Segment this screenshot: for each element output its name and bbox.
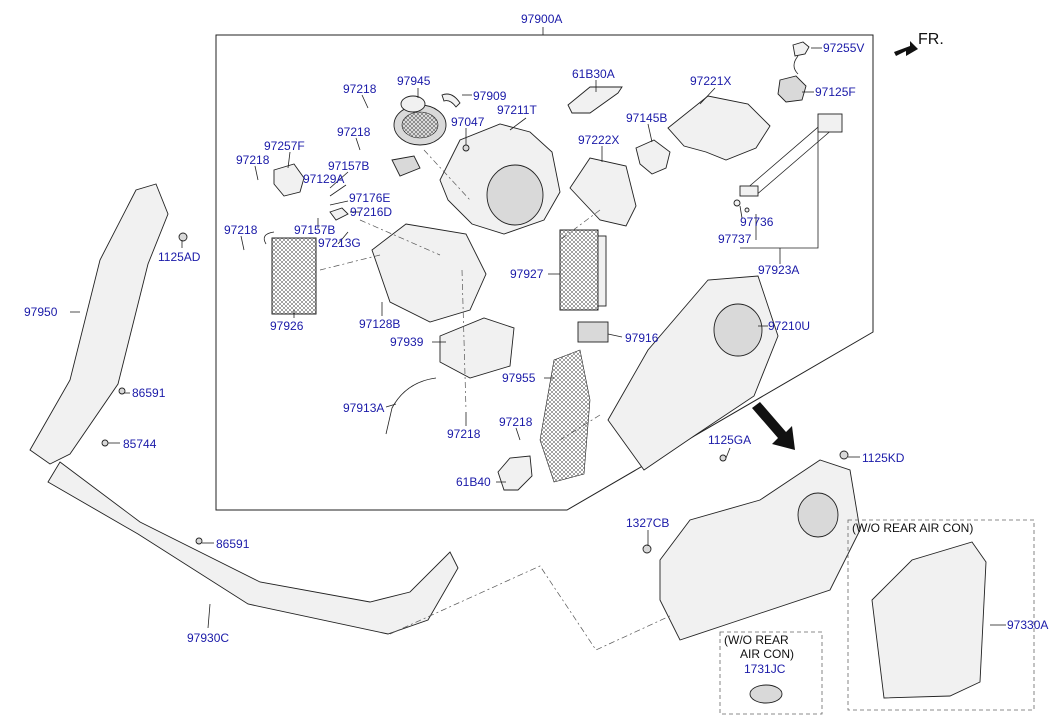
plug-box-note-line1: (W/O REAR bbox=[724, 633, 789, 647]
part-label: 1125KD bbox=[862, 451, 905, 465]
part-label: 97930C bbox=[187, 631, 229, 645]
part-label: 1731JC bbox=[744, 662, 786, 676]
blower-motor-97945 bbox=[393, 95, 447, 146]
part-label: 97047 bbox=[451, 115, 485, 129]
assembly-frame bbox=[215, 34, 874, 511]
part-label: 97145B bbox=[626, 111, 667, 125]
part-label: 97222X bbox=[578, 133, 619, 147]
part-label: 97157B bbox=[294, 223, 335, 237]
actuator-wiring bbox=[777, 41, 810, 103]
part-label: 1327CB bbox=[626, 516, 669, 530]
part-97176e bbox=[391, 155, 421, 177]
duct-97950 bbox=[29, 183, 169, 465]
part-label: 97257F bbox=[264, 139, 305, 153]
drain-pan-97939 bbox=[439, 317, 515, 379]
assembly-pointer-arrow-icon bbox=[752, 402, 795, 450]
fasteners bbox=[101, 144, 849, 554]
part-label: 97945 bbox=[397, 74, 431, 88]
evaporator-97926 bbox=[263, 231, 317, 315]
rear-air-con-note: (W/O REAR AIR CON) bbox=[852, 521, 973, 535]
heater-blower-assembly bbox=[659, 459, 861, 641]
direction-label: FR. bbox=[918, 31, 944, 48]
part-label: 97736 bbox=[740, 215, 774, 229]
part-label: 61B30A bbox=[572, 67, 615, 81]
case-97210u bbox=[607, 275, 779, 471]
part-label: 97916 bbox=[625, 331, 659, 345]
part-97216d bbox=[329, 207, 349, 221]
part-label: 97218 bbox=[447, 427, 481, 441]
case-97210u-opening bbox=[713, 303, 763, 357]
gasket-61b30a bbox=[567, 86, 623, 114]
center-case bbox=[371, 223, 487, 323]
part-label: 97221X bbox=[690, 74, 731, 88]
part-label: 97955 bbox=[502, 371, 536, 385]
part-label: 85744 bbox=[123, 437, 157, 451]
duct-97930c bbox=[47, 461, 459, 635]
blower-case-opening bbox=[486, 164, 544, 226]
drain-hose-97913a bbox=[385, 377, 437, 435]
cover-97330a bbox=[871, 541, 987, 699]
bracket-97145b bbox=[635, 139, 671, 175]
part-label: 97927 bbox=[510, 267, 544, 281]
part-label: 97950 bbox=[24, 305, 58, 319]
plug-box bbox=[719, 631, 823, 715]
reference-lines bbox=[319, 149, 673, 651]
part-label: 97218 bbox=[499, 415, 533, 429]
part-label: 97157B bbox=[328, 159, 369, 173]
duct-97955 bbox=[539, 349, 591, 483]
part-label: 97176E bbox=[349, 191, 390, 205]
part-label: 97125F bbox=[815, 85, 856, 99]
duct-97221x bbox=[667, 95, 771, 161]
leader-lines bbox=[70, 47, 1006, 629]
part-label: 86591 bbox=[216, 537, 250, 551]
mode-actuator-97257f bbox=[273, 163, 305, 197]
part-label: 97129A bbox=[303, 172, 344, 186]
assembly-blower-opening bbox=[797, 492, 839, 538]
part-label: 97216D bbox=[350, 205, 392, 219]
front-direction-arrow-icon bbox=[894, 41, 918, 56]
part-label: 97900A bbox=[521, 12, 562, 26]
part-label: 97218 bbox=[224, 223, 258, 237]
plug-1731jc bbox=[749, 684, 783, 704]
part-label: 86591 bbox=[132, 386, 166, 400]
part-label: 97218 bbox=[236, 153, 270, 167]
rear-air-con-box bbox=[847, 519, 1035, 711]
part-label: 97923A bbox=[758, 263, 799, 277]
part-label: 97218 bbox=[343, 82, 377, 96]
part-label: 97926 bbox=[270, 319, 304, 333]
part-label: 97913A bbox=[343, 401, 384, 415]
part-label: 97210U bbox=[768, 319, 810, 333]
part-label: 97330A bbox=[1007, 618, 1048, 632]
part-label: 97909 bbox=[473, 89, 507, 103]
plug-box-note-line2: AIR CON) bbox=[740, 647, 794, 661]
part-label: 97211T bbox=[497, 103, 537, 117]
part-label: 1125GA bbox=[708, 433, 751, 447]
part-label: 97213G bbox=[318, 236, 361, 250]
gasket-61b40 bbox=[497, 455, 533, 491]
part-label: 97128B bbox=[359, 317, 400, 331]
duct-97222x bbox=[569, 157, 637, 227]
part-label: 61B40 bbox=[456, 475, 491, 489]
pipe-assembly-97923a bbox=[733, 113, 843, 213]
part-label: 97737 bbox=[718, 232, 752, 246]
hose-97909 bbox=[441, 93, 461, 108]
part-label: 97255V bbox=[823, 41, 864, 55]
part-label: 1125AD bbox=[158, 250, 201, 264]
part-label: 97218 bbox=[337, 125, 371, 139]
heater-core-97927 bbox=[559, 229, 607, 311]
expansion-valve-97916 bbox=[577, 321, 609, 343]
part-label: 97939 bbox=[390, 335, 424, 349]
